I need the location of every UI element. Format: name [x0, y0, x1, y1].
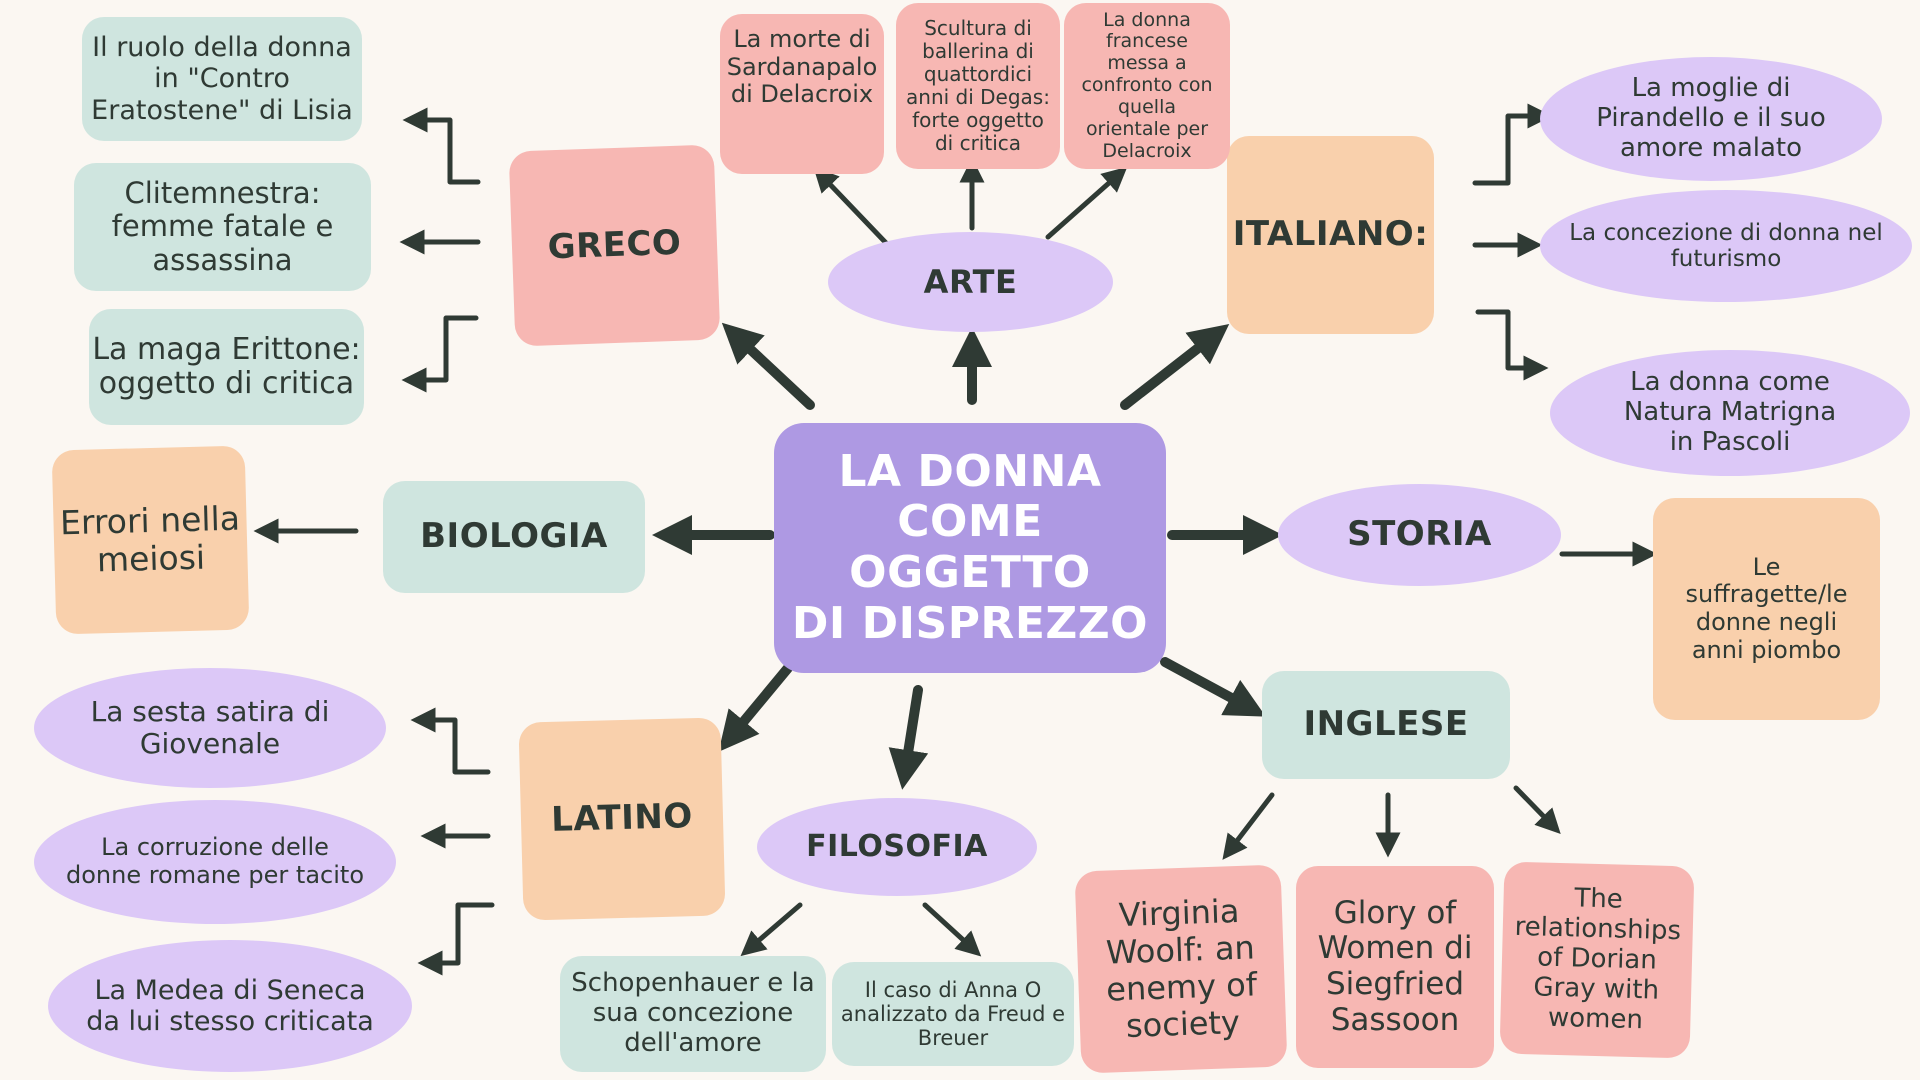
arrow-center-inglese [1160, 657, 1266, 717]
greco-topic-3-text: La maga Erittone: oggetto di critica [92, 331, 361, 401]
subject-storia: STORIA [1278, 484, 1561, 586]
arrow-center-greco [721, 322, 815, 410]
arte-topic-3-text: La donna francese messa a confronto con … [1081, 8, 1213, 162]
biologia-topic-1-text: Errori nella meiosi [59, 498, 241, 580]
arte-topic-2: Scultura di ballerina di quattordici ann… [896, 3, 1060, 169]
subject-latino-label: LATINO [550, 796, 694, 841]
subject-arte-label: ARTE [923, 262, 1018, 301]
subject-biologia: BIOLOGIA [383, 481, 645, 593]
arte-topic-1: La morte di Sardanapalo di Delacroix [720, 14, 884, 174]
arrow-greco-topic-1 [402, 107, 481, 185]
filosofia-topic-2-text: Il caso di Anna O analizzato da Freud e … [840, 977, 1066, 1051]
central-topic-title: LA DONNA COME OGGETTO DI DISPREZZO [791, 445, 1149, 649]
subject-biologia-label: BIOLOGIA [420, 516, 608, 557]
filosofia-topic-1-text: Schopenhauer e la sua concezione dell'am… [571, 968, 815, 1058]
arrow-greco-topic-3 [401, 315, 479, 393]
arte-topic-1-text: La morte di Sardanapalo di Delacroix [726, 25, 878, 109]
arrow-italiano-topic-1 [1472, 103, 1553, 186]
filosofia-topic-1: Schopenhauer e la sua concezione dell'am… [560, 956, 826, 1072]
arrow-center-filosofia [888, 685, 929, 790]
italiano-topic-2: La concezione di donna nel futurismo [1540, 190, 1912, 302]
storia-topic-1: Le suffragette/le donne negli anni piomb… [1653, 498, 1880, 720]
subject-latino: LATINO [518, 717, 726, 921]
arrow-inglese-topic-1 [1222, 792, 1275, 860]
inglese-topic-3-text: The relationships of Dorian Gray with wo… [1514, 883, 1682, 1036]
arrow-filosofia-topic-2 [922, 902, 982, 957]
filosofia-topic-2: Il caso di Anna O analizzato da Freud e … [832, 962, 1074, 1066]
arrow-arte-topic-1 [813, 166, 890, 247]
subject-inglese: INGLESE [1262, 671, 1510, 779]
italiano-topic-3-text: La donna come Natura Matrigna in Pascoli [1623, 367, 1837, 457]
inglese-topic-2-text: Glory of Women di Siegfried Sassoon [1317, 894, 1473, 1038]
biologia-topic-1: Errori nella meiosi [51, 445, 250, 635]
subject-greco: GRECO [508, 144, 721, 347]
italiano-topic-2-text: La concezione di donna nel futurismo [1569, 219, 1883, 272]
arrow-arte-topic-3 [1045, 166, 1128, 240]
subject-inglese-label: INGLESE [1303, 704, 1469, 745]
arrow-latino-topic-1 [410, 707, 491, 775]
latino-topic-1-text: La sesta satira di Giovenale [90, 694, 330, 760]
inglese-topic-1-text: Virginia Woolf: an enemy of society [1105, 892, 1258, 1045]
arrow-center-italiano [1120, 323, 1230, 410]
arrow-center-latino [718, 663, 793, 752]
inglese-topic-1: Virginia Woolf: an enemy of society [1074, 864, 1288, 1074]
greco-topic-3: La maga Erittone: oggetto di critica [89, 309, 364, 425]
central-topic: LA DONNA COME OGGETTO DI DISPREZZO [774, 423, 1166, 673]
subject-italiano-label: ITALIANO: [1232, 214, 1429, 255]
arrow-inglese-topic-3 [1513, 785, 1561, 834]
arte-topic-2-text: Scultura di ballerina di quattordici ann… [906, 16, 1050, 155]
arrow-latino-topic-3 [417, 902, 495, 976]
subject-storia-label: STORIA [1347, 514, 1492, 555]
inglese-topic-2: Glory of Women di Siegfried Sassoon [1296, 866, 1494, 1068]
latino-topic-3-text: La Medea di Seneca da lui stesso critica… [86, 974, 374, 1037]
italiano-topic-1-text: La moglie di Pirandello e il suo amore m… [1596, 73, 1826, 163]
latino-topic-3: La Medea di Seneca da lui stesso critica… [48, 940, 412, 1072]
arte-topic-3: La donna francese messa a confronto con … [1064, 3, 1230, 169]
greco-topic-1-text: Il ruolo della donna in "Contro Eratoste… [91, 32, 353, 126]
arrow-italiano-topic-3 [1475, 309, 1549, 381]
latino-topic-2: La corruzione delle donne romane per tac… [34, 800, 396, 924]
subject-filosofia: FILOSOFIA [757, 798, 1037, 896]
italiano-topic-1: La moglie di Pirandello e il suo amore m… [1540, 57, 1882, 181]
greco-topic-2: Clitemnestra: femme fatale e assassina [74, 163, 371, 291]
greco-topic-2-text: Clitemnestra: femme fatale e assassina [111, 175, 334, 277]
subject-italiano: ITALIANO: [1227, 136, 1434, 334]
storia-topic-1-text: Le suffragette/le donne negli anni piomb… [1685, 552, 1848, 664]
inglese-topic-3: The relationships of Dorian Gray with wo… [1499, 861, 1695, 1059]
latino-topic-2-text: La corruzione delle donne romane per tac… [65, 833, 365, 889]
arrow-filosofia-topic-1 [740, 902, 803, 957]
subject-arte: ARTE [828, 232, 1113, 332]
italiano-topic-3: La donna come Natura Matrigna in Pascoli [1550, 350, 1910, 476]
latino-topic-1: La sesta satira di Giovenale [34, 668, 386, 788]
subject-filosofia-label: FILOSOFIA [806, 828, 988, 864]
greco-topic-1: Il ruolo della donna in "Contro Eratoste… [82, 17, 362, 141]
subject-greco-label: GRECO [546, 222, 682, 268]
